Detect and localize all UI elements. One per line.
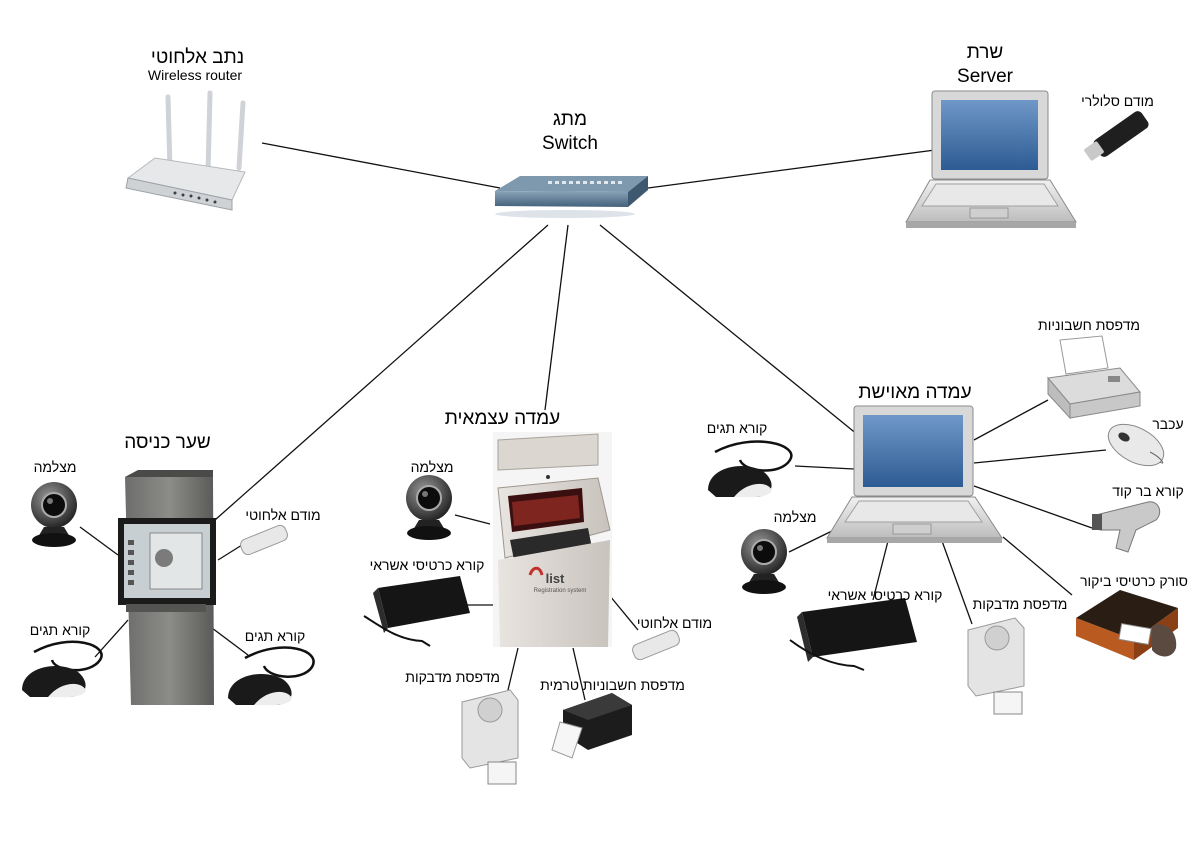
- kiosk-label-printer-label: מדפסת מדבקות: [405, 669, 500, 685]
- tag-reader-icon-gate-left: [22, 640, 103, 698]
- entrance-gate-kiosk-icon: [118, 470, 216, 705]
- tag-reader-icon-gate-right: [228, 646, 315, 706]
- credit-card-reader-icon-station: [789, 598, 917, 671]
- line-switch-server: [647, 149, 936, 189]
- camera-icon-kiosk: [406, 475, 452, 540]
- router-label-en: Wireless router: [147, 67, 243, 83]
- wireless-router-icon: [125, 90, 246, 211]
- kiosk-credit-card-reader-label: קורא כרטיסי אשראי: [369, 557, 485, 573]
- staffed-station-laptop-icon: [826, 405, 1003, 543]
- gate-tag-reader-right-label: קורא תגים: [244, 628, 306, 644]
- station-business-card-scanner-label: סורק כרטיסי ביקור: [1080, 573, 1188, 589]
- station-barcode-reader-label: קורא בר קוד: [1112, 483, 1184, 499]
- camera-icon-gate: [31, 482, 77, 547]
- connection-lines: [79, 142, 1107, 701]
- wireless-modem-icon-gate: [240, 524, 288, 556]
- business-card-scanner-icon: [1076, 590, 1178, 660]
- station-mouse-label: עכבר: [1152, 416, 1184, 432]
- station-camera-label: מצלמה: [773, 509, 817, 525]
- line-switch-gate: [214, 224, 549, 521]
- line-switch-kiosk: [544, 224, 569, 411]
- cell-modem-label: מודם סלולרי: [1081, 93, 1154, 109]
- label-printer-icon-kiosk: [461, 689, 519, 785]
- server-label-he: שרת: [966, 42, 1004, 63]
- server-label-en: Server: [957, 66, 1013, 87]
- thermal-receipt-printer-icon: [551, 693, 632, 759]
- switch-icon: [495, 176, 648, 218]
- self-kiosk-title: עמדה עצמאית: [444, 408, 561, 429]
- wireless-modem-icon-kiosk: [632, 629, 680, 661]
- kiosk-brand-sub: Registration system: [533, 588, 587, 594]
- receipt-printer-icon: [1047, 335, 1141, 420]
- server-laptop-icon: [905, 90, 1077, 228]
- label-printer-icon-station: [967, 617, 1025, 715]
- line-router-switch: [261, 142, 501, 189]
- barcode-reader-icon: [1092, 501, 1161, 553]
- router-label-he: נתב אלחוטי: [150, 47, 245, 68]
- kiosk-wireless-modem-label: מודם אלחוטי: [636, 615, 713, 631]
- station-tag-reader-label: קורא תגים: [706, 420, 768, 436]
- gate-wireless-modem-label: מודם אלחוטי: [245, 507, 321, 523]
- cell-modem-icon: [1084, 111, 1149, 161]
- staffed-station-title: עמדה מאוישת: [858, 382, 972, 403]
- gate-tag-reader-left-label: קורא תגים: [29, 622, 91, 638]
- camera-icon-station: [741, 529, 787, 594]
- line-switch-station: [599, 224, 859, 436]
- station-credit-card-reader-label: קורא כרטיסי אשראי: [827, 587, 943, 603]
- gate-camera-label: מצלמה: [33, 459, 77, 475]
- mouse-icon: [1107, 423, 1165, 467]
- station-label-printer-label: מדפסת מדבקות: [972, 596, 1068, 612]
- entrance-gate-title: שער כניסה: [124, 432, 211, 453]
- switch-label-en: Switch: [542, 133, 598, 154]
- kiosk-brand: list: [545, 571, 565, 586]
- self-service-kiosk-icon: [493, 432, 612, 647]
- credit-card-reader-icon-kiosk: [363, 576, 470, 647]
- tag-reader-icon-station: [708, 440, 793, 498]
- switch-label-he: מתג: [552, 109, 588, 130]
- kiosk-thermal-printer-label: מדפסת חשבוניות טרמית: [540, 677, 685, 693]
- station-receipt-printer-label: מדפסת חשבוניות: [1038, 317, 1140, 333]
- kiosk-camera-label: מצלמה: [410, 459, 454, 475]
